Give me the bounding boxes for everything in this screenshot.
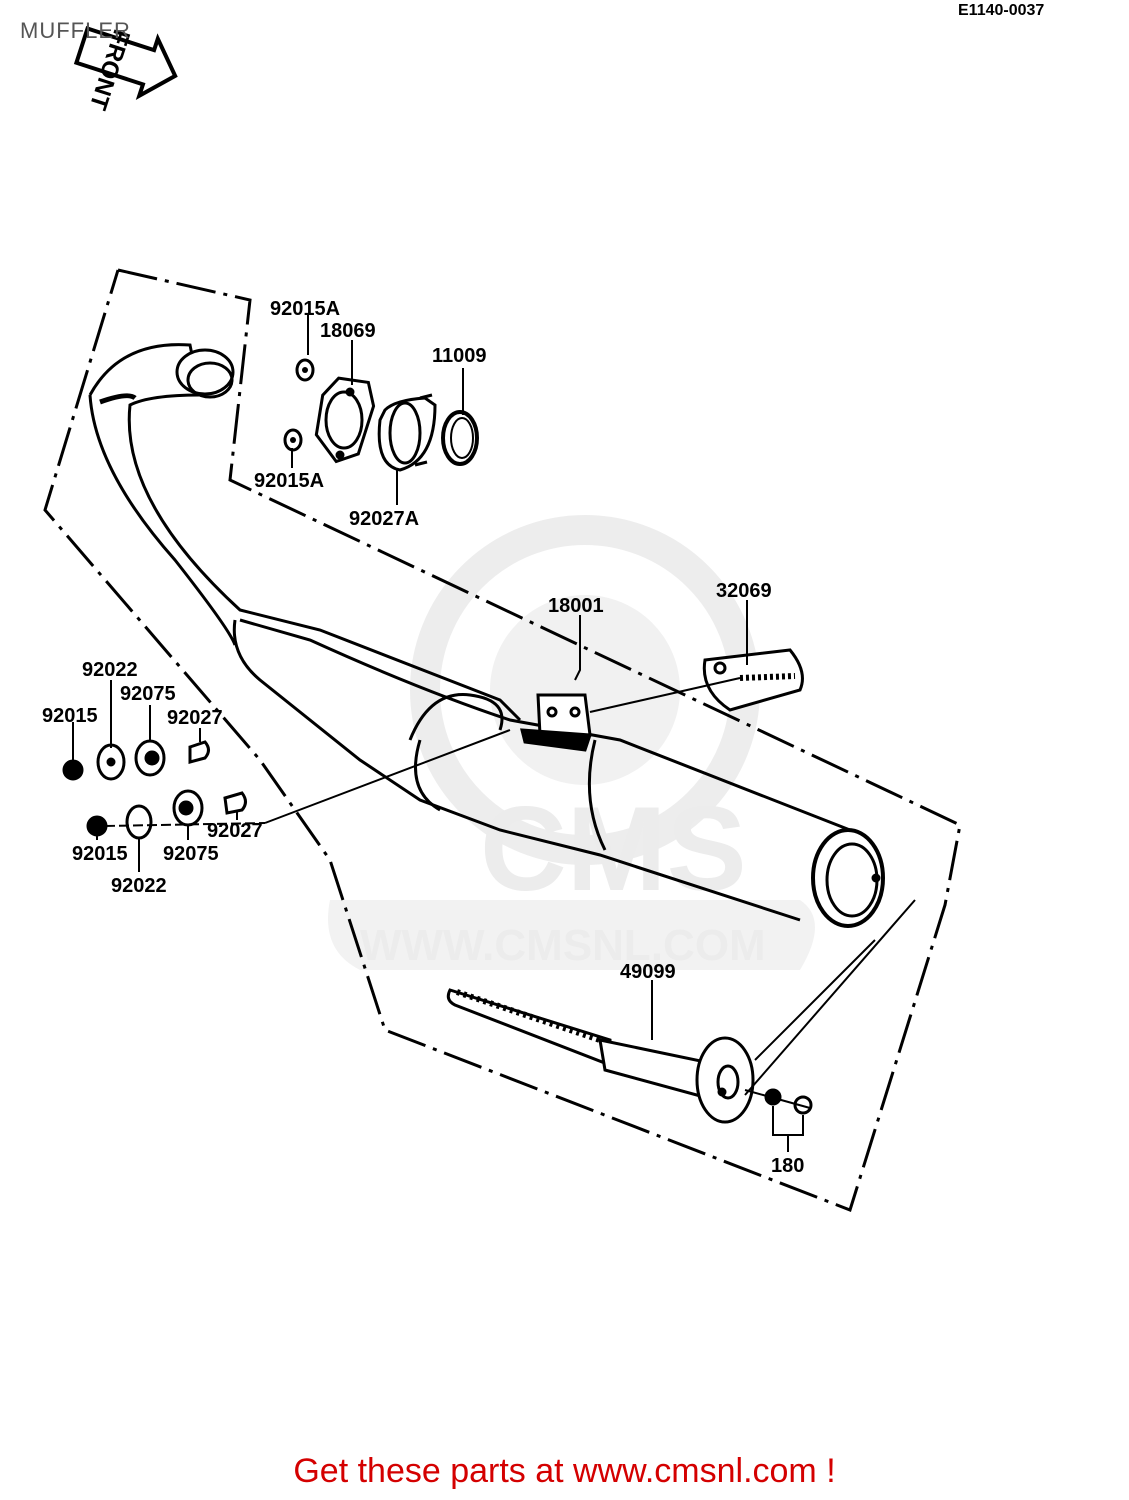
label-11009: 11009: [432, 345, 487, 367]
label-32069: 32069: [716, 580, 772, 602]
nut-92015-top: [62, 759, 84, 781]
collar-92027-bottom: [223, 791, 247, 815]
bracket-32069: [702, 648, 804, 712]
label-92075-bottom: 92075: [163, 843, 219, 865]
label-92022-bottom: 92022: [111, 875, 167, 897]
left-hardware: [62, 729, 511, 840]
label-92027A: 92027A: [349, 508, 419, 530]
watermark-url: WWW.CMSNL.COM: [360, 921, 766, 970]
nut-92015-bottom: [86, 815, 108, 837]
muffler-body: [232, 618, 885, 928]
flange-18069: [314, 376, 376, 464]
label-92015A-bottom: 92015A: [254, 470, 324, 492]
label-92027-top: 92027: [167, 707, 223, 729]
label-92022-top: 92022: [82, 659, 138, 681]
front-arrow-icon: FRONT: [73, 26, 178, 113]
exhaust-header-pipe: [88, 343, 522, 722]
collar-92027-top: [188, 740, 210, 764]
footer-parts-link[interactable]: Get these parts at www.cmsnl.com !: [293, 1452, 836, 1490]
gasket-11009: [441, 410, 479, 466]
label-92075-top: 92075: [120, 683, 176, 705]
collar-92027A: [377, 393, 437, 472]
label-49099: 49099: [620, 961, 676, 983]
watermark-logo-text: CMS: [480, 782, 747, 916]
muffler-mount-bracket: [520, 693, 593, 752]
label-18001: 18001: [548, 595, 604, 617]
label-180: 180: [771, 1155, 804, 1177]
label-92015-top: 92015: [42, 705, 98, 727]
page-title: MUFFLER: [20, 18, 131, 43]
part-labels: 18001 32069 92015A 18069 11009 92015A 92…: [42, 298, 804, 1177]
washer-92022-bottom: [125, 804, 153, 840]
label-92015A-top: 92015A: [270, 298, 340, 320]
nut-92015A-top: [295, 358, 315, 382]
diagram-reference-code: E1140-0037: [958, 2, 1045, 19]
nut-92015A-bottom: [283, 428, 303, 452]
assembly-outline: [43, 268, 962, 1212]
leader-lines: [72, 315, 916, 1152]
label-92015-bottom: 92015: [72, 843, 128, 865]
label-92027-bottom: 92027: [207, 820, 263, 842]
baffle-tube-49099: [446, 988, 813, 1124]
label-18069: 18069: [320, 320, 376, 342]
